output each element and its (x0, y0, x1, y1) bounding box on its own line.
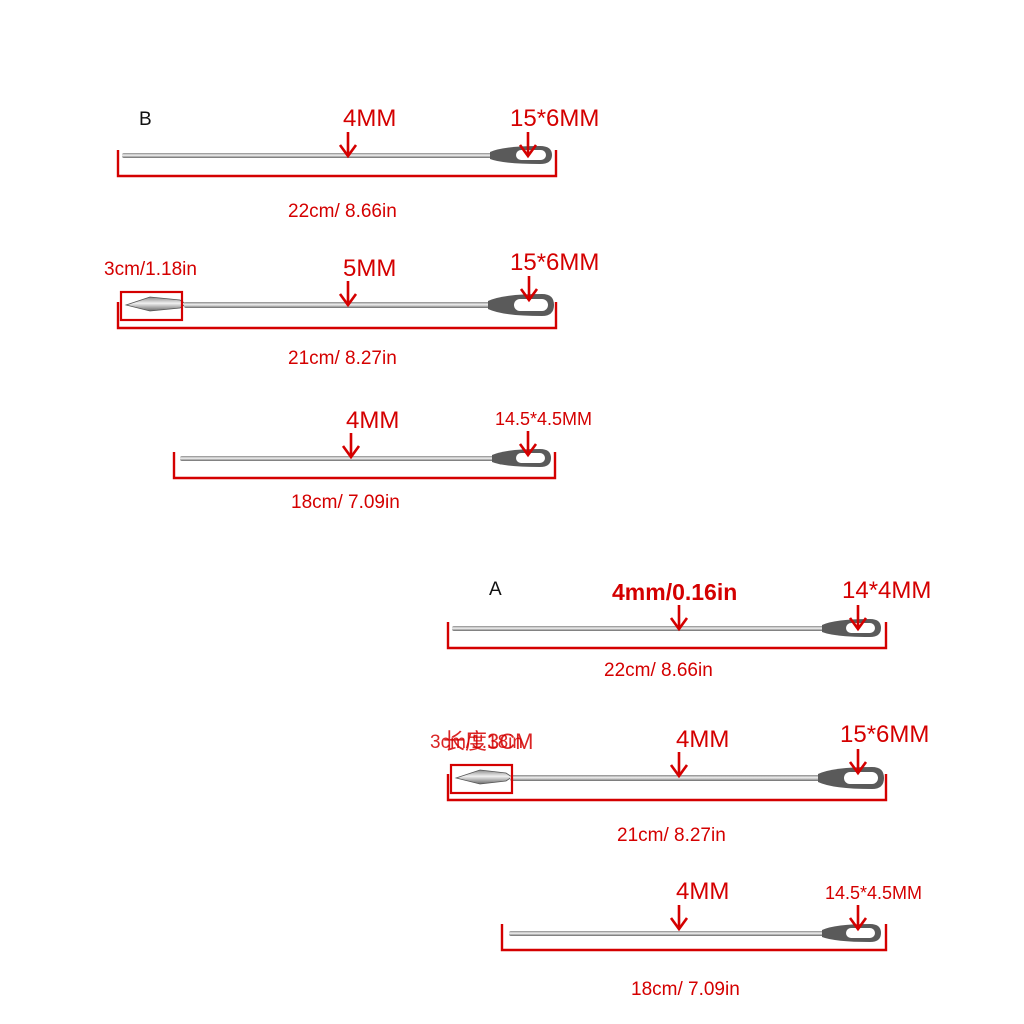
needle-a2-eye-label: 15*6MM (840, 721, 929, 748)
needle-a2-shaft (510, 775, 832, 781)
needle-a3-arrow-diameter (669, 903, 689, 931)
needle-a1-eye-hole (846, 623, 875, 633)
needle-a1-length-label: 22cm/ 8.66in (604, 660, 713, 681)
needle-b2-diameter-label: 5MM (343, 255, 396, 282)
needle-a2-diameter-label: 4MM (676, 726, 729, 753)
needle-b1: 4MM 15*6MM 22cm/ 8.66in (116, 105, 599, 222)
needle-b2: 3cm/1.18in 5MM 15*6MM 21cm/ 8.27in (104, 249, 599, 369)
needle-a2-tip-label: 3cm/1.18in (430, 732, 523, 753)
needle-a3: 4MM 14.5*4.5MM 18cm/ 7.09in (500, 878, 922, 1000)
needle-b1-eye-label: 15*6MM (510, 105, 599, 132)
needle-b3-arrow-diameter (341, 431, 361, 459)
needle-a2-blade-tip (454, 769, 513, 785)
needle-b1-eye-hole (516, 150, 546, 160)
needle-b3-eye-hole (516, 453, 545, 463)
needle-a2: 3cm/1.18in 长度3CM 4MM 15*6MM 21cm/ 8.27in (430, 721, 929, 846)
needle-a3-eye-label: 14.5*4.5MM (825, 883, 922, 903)
needle-a2-tip-overlay-label: 长度3CM (443, 729, 533, 754)
needle-a3-eye-hole (846, 928, 875, 938)
needle-b2-length-bracket (116, 302, 558, 330)
group-a-label: A (489, 579, 502, 600)
needle-a1: 4mm/0.16in 14*4MM 22cm/ 8.66in (446, 577, 931, 681)
needle-b3: 4MM 14.5*4.5MM 18cm/ 7.09in (172, 407, 592, 513)
needle-b2-blade-tip (124, 296, 187, 312)
needle-a3-diameter-label: 4MM (676, 878, 729, 905)
needle-a1-shaft (452, 626, 834, 631)
needle-b2-eye-label: 15*6MM (510, 249, 599, 276)
needle-b3-length-bracket (172, 452, 557, 480)
needle-b1-diameter-label: 4MM (343, 105, 396, 132)
needle-b2-length-label: 21cm/ 8.27in (288, 348, 397, 369)
needle-a3-length-label: 18cm/ 7.09in (631, 979, 740, 1000)
needle-a2-length-bracket (446, 774, 888, 802)
needle-a1-arrow-diameter (669, 603, 689, 631)
needle-a3-length-bracket (500, 924, 888, 952)
needle-a1-diameter-label: 4mm/0.16in (612, 579, 737, 605)
needle-b1-arrow-diameter (338, 130, 358, 158)
needle-b2-shaft (184, 302, 502, 308)
needle-a2-tip-box (449, 763, 514, 795)
needle-b3-eye-label: 14.5*4.5MM (495, 409, 592, 429)
needle-a2-eye-hole (844, 772, 878, 784)
needle-a2-arrow-diameter (669, 750, 689, 778)
needle-b1-shaft (122, 153, 502, 158)
needle-b1-length-label: 22cm/ 8.66in (288, 201, 397, 222)
group-b-label: B (139, 109, 152, 130)
needle-b2-arrow-diameter (338, 279, 358, 307)
needle-a1-length-bracket (446, 622, 888, 650)
needle-b1-length-bracket (116, 150, 558, 178)
needle-b2-tip-label: 3cm/1.18in (104, 259, 197, 280)
needle-b3-diameter-label: 4MM (346, 407, 399, 434)
needle-a3-shaft (509, 931, 833, 936)
needle-b2-tip-box (119, 290, 184, 322)
needle-a1-eye-label: 14*4MM (842, 577, 931, 604)
needle-b3-length-label: 18cm/ 7.09in (291, 492, 400, 513)
needle-b3-shaft (180, 456, 502, 461)
needle-a2-length-label: 21cm/ 8.27in (617, 825, 726, 846)
needle-b2-eye-hole (514, 299, 548, 311)
